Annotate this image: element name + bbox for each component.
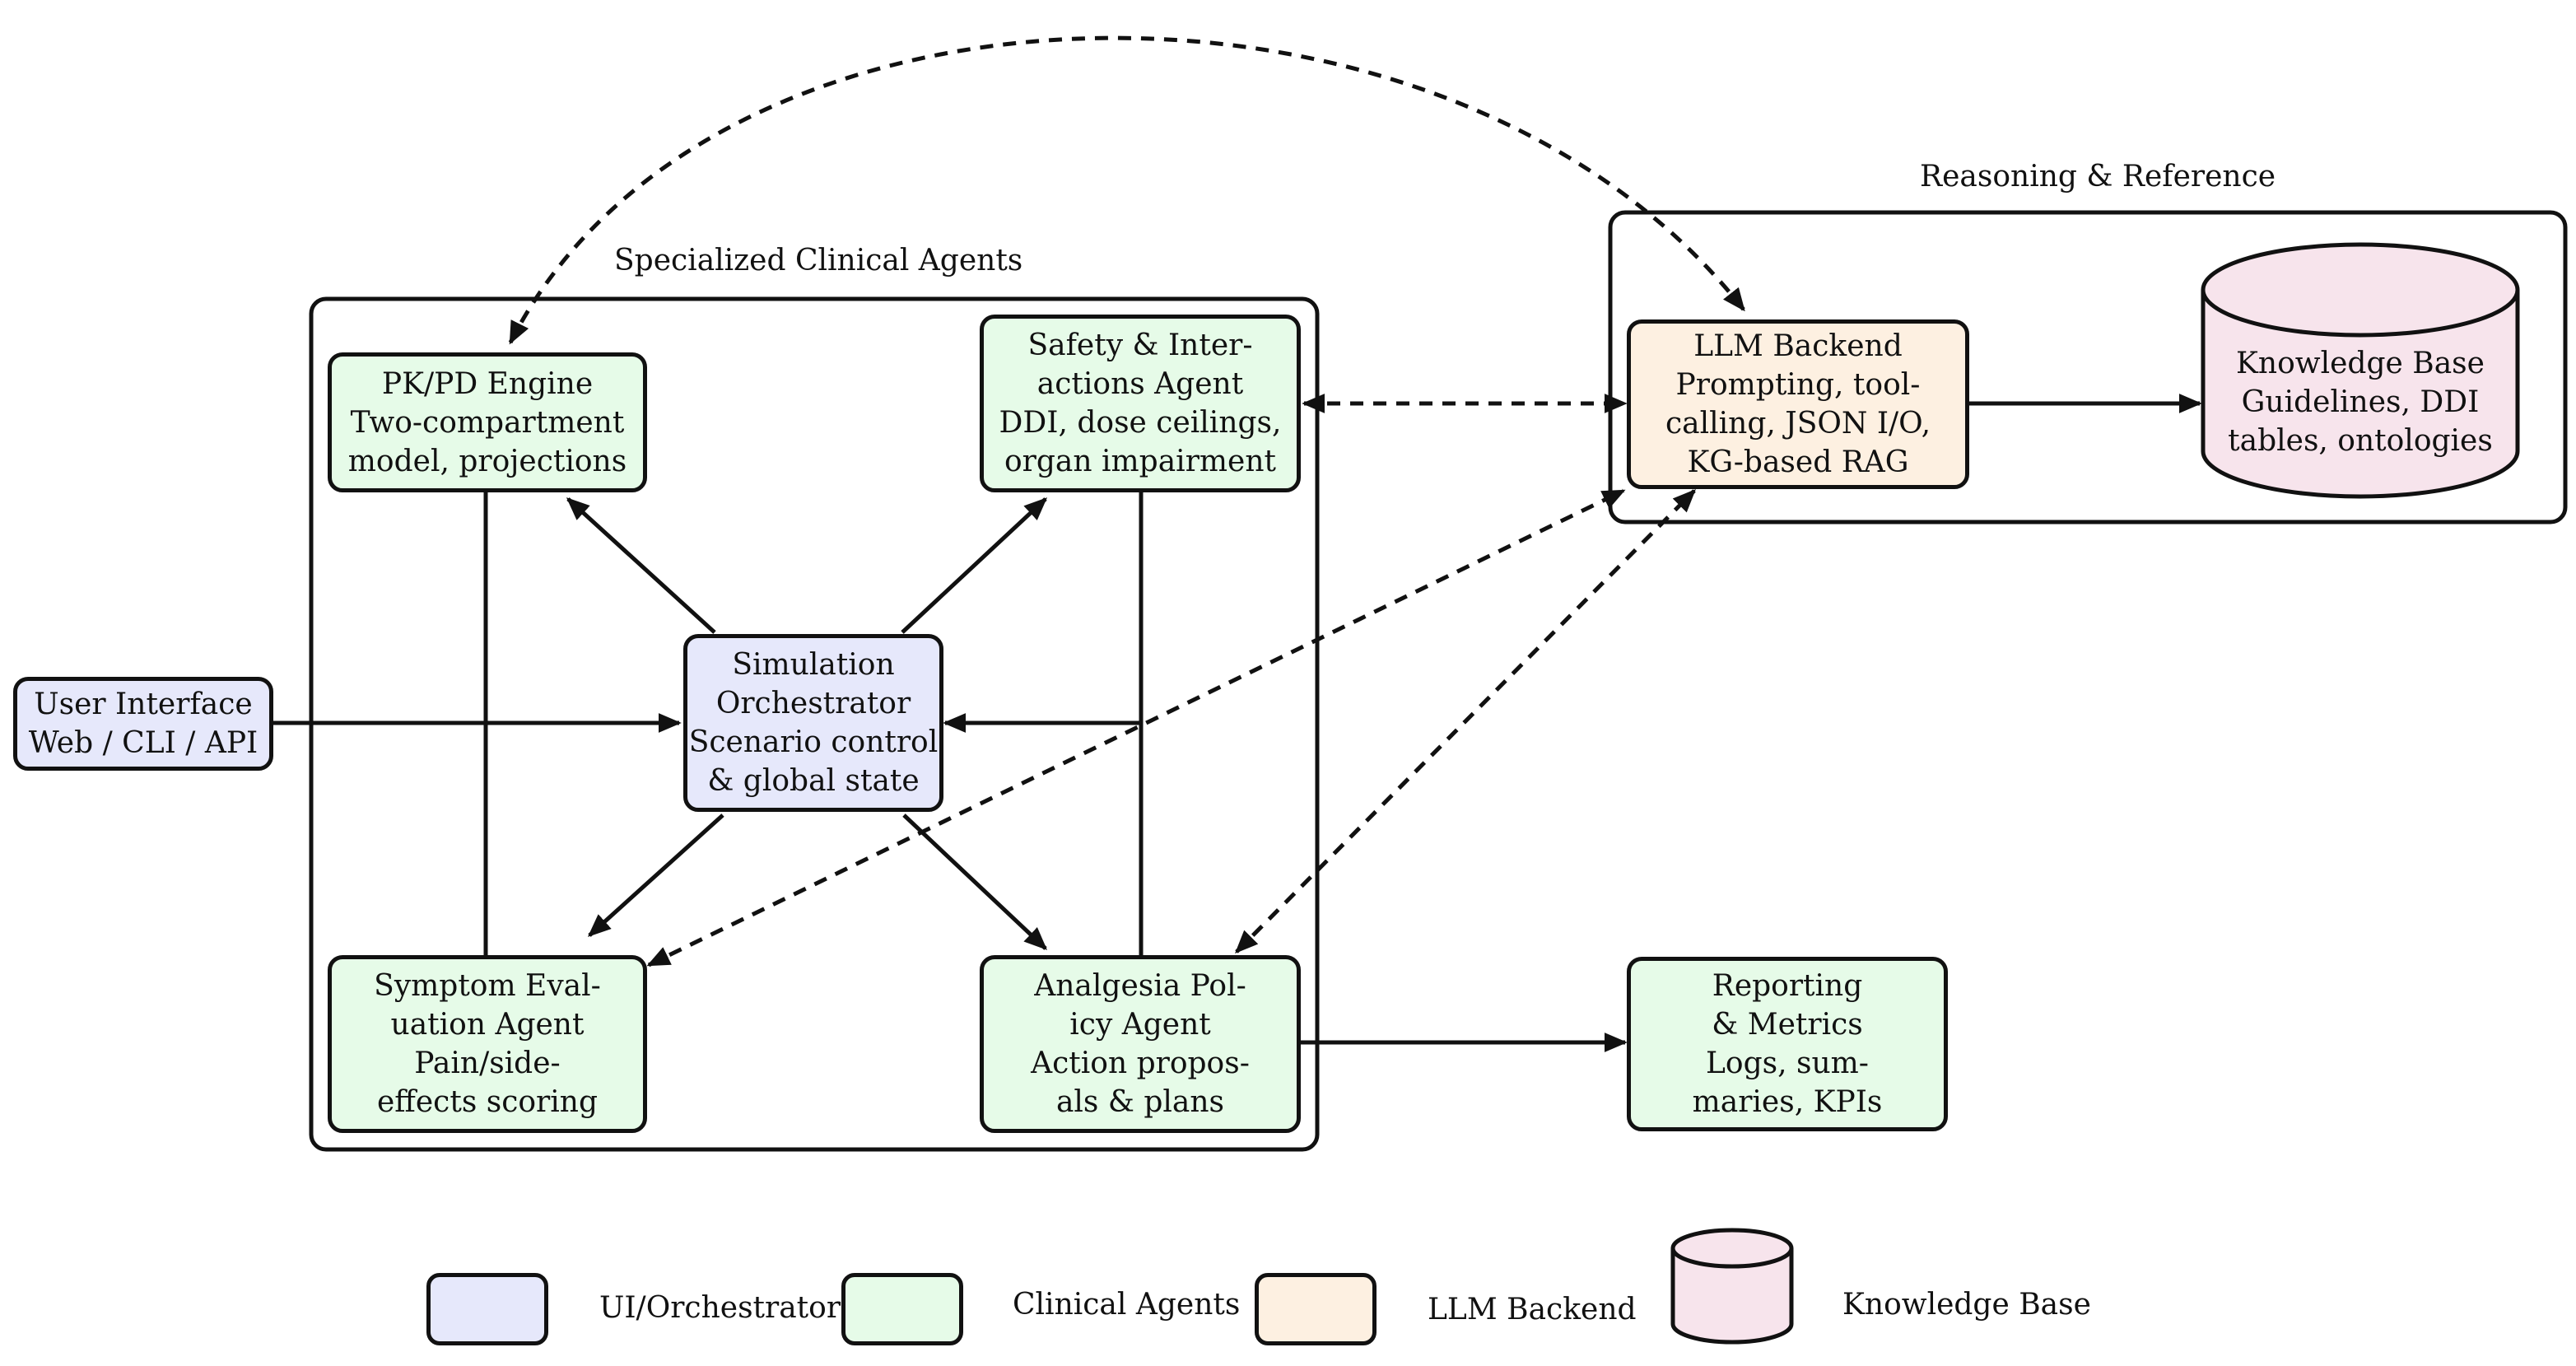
node-line: organ impairment — [1004, 445, 1276, 478]
node-line: PK/PD Engine — [381, 366, 594, 401]
node-line: Symptom Eval- — [374, 969, 601, 1003]
node-line: Safety & Inter- — [1027, 329, 1253, 362]
node-line: Analgesia Pol- — [1034, 969, 1246, 1003]
pkpd-llm-dashed-arc — [508, 35, 1745, 345]
node-line: LLM Backend — [1693, 329, 1903, 363]
node-line: Orchestrator — [715, 687, 911, 720]
node-line: Reporting — [1712, 969, 1863, 1003]
clinical-agents-title: Specialized Clinical Agents — [614, 244, 1023, 277]
orchestrator-to-safety-arrow — [901, 497, 1048, 634]
node-line: tables, ontologies — [2228, 424, 2493, 458]
node-line: & global state — [707, 764, 920, 798]
node-line: Logs, sum- — [1706, 1047, 1869, 1080]
legend-ui-orchestrator-label: UI/Orchestrator — [599, 1291, 841, 1325]
node-line: uation Agent — [390, 1008, 585, 1042]
node-line: icy Agent — [1069, 1008, 1211, 1042]
orchestrator-to-pkpd-arrow — [566, 497, 716, 634]
legend-clinical-agents-label: Clinical Agents — [1013, 1288, 1241, 1322]
node-line: model, projections — [347, 444, 627, 478]
symptom-evaluation-agent-node: Symptom Eval- uation Agent Pain/side- ef… — [328, 955, 647, 1133]
legend-clinical-agents-swatch — [841, 1273, 963, 1345]
node-line: Prompting, tool- — [1675, 368, 1921, 402]
node-line: Guidelines, DDI — [2241, 385, 2480, 419]
node-line: Two-compartment — [350, 405, 625, 440]
node-line: Simulation — [732, 648, 895, 682]
legend-llm-backend-label: LLM Backend — [1428, 1293, 1637, 1326]
knowledge-base-label: Knowledge Base Guidelines, DDI tables, o… — [2203, 344, 2518, 460]
node-line: actions Agent — [1036, 367, 1244, 401]
llm-backend-node: LLM Backend Prompting, tool- calling, JS… — [1627, 319, 1969, 489]
safety-interactions-agent-node: Safety & Inter- actions Agent DDI, dose … — [980, 315, 1301, 492]
node-line: Action propos- — [1031, 1047, 1250, 1080]
legend-kb-cylinder — [1670, 1228, 1794, 1345]
node-line: effects scoring — [377, 1085, 598, 1119]
legend-ui-orchestrator-swatch — [426, 1273, 548, 1345]
node-line: Pain/side- — [414, 1047, 561, 1080]
node-line: DDI, dose ceilings, — [999, 406, 1282, 440]
node-line: als & plans — [1055, 1085, 1225, 1119]
simulation-orchestrator-node: Simulation Orchestrator Scenario control… — [683, 634, 943, 812]
node-line: User Interface — [34, 688, 253, 721]
analgesia-llm-dashed-arrow — [1235, 489, 1696, 953]
pkpd-engine-node: PK/PD Engine Two-compartment model, proj… — [328, 352, 647, 492]
node-line: Scenario control — [688, 725, 939, 759]
orchestrator-to-symptom-arrow — [587, 814, 724, 937]
knowledge-base-cylinder — [2201, 242, 2520, 499]
legend-knowledge-base-label: Knowledge Base — [1842, 1288, 2091, 1322]
user-interface-node: User Interface Web / CLI / API — [13, 677, 273, 771]
node-line: Web / CLI / API — [28, 726, 259, 760]
reasoning-reference-group — [1608, 210, 2568, 524]
analgesia-policy-agent-node: Analgesia Pol- icy Agent Action propos- … — [980, 955, 1301, 1133]
node-line: calling, JSON I/O, — [1665, 407, 1931, 441]
legend-llm-backend-swatch — [1255, 1273, 1377, 1345]
reasoning-reference-title: Reasoning & Reference — [1920, 160, 2276, 193]
node-line: KG-based RAG — [1687, 445, 1909, 479]
node-line: Knowledge Base — [2236, 347, 2485, 380]
node-line: & Metrics — [1712, 1008, 1863, 1042]
reporting-metrics-node: Reporting & Metrics Logs, sum- maries, K… — [1627, 957, 1948, 1131]
orchestrator-to-analgesia-arrow — [902, 814, 1048, 950]
node-line: maries, KPIs — [1692, 1085, 1883, 1119]
